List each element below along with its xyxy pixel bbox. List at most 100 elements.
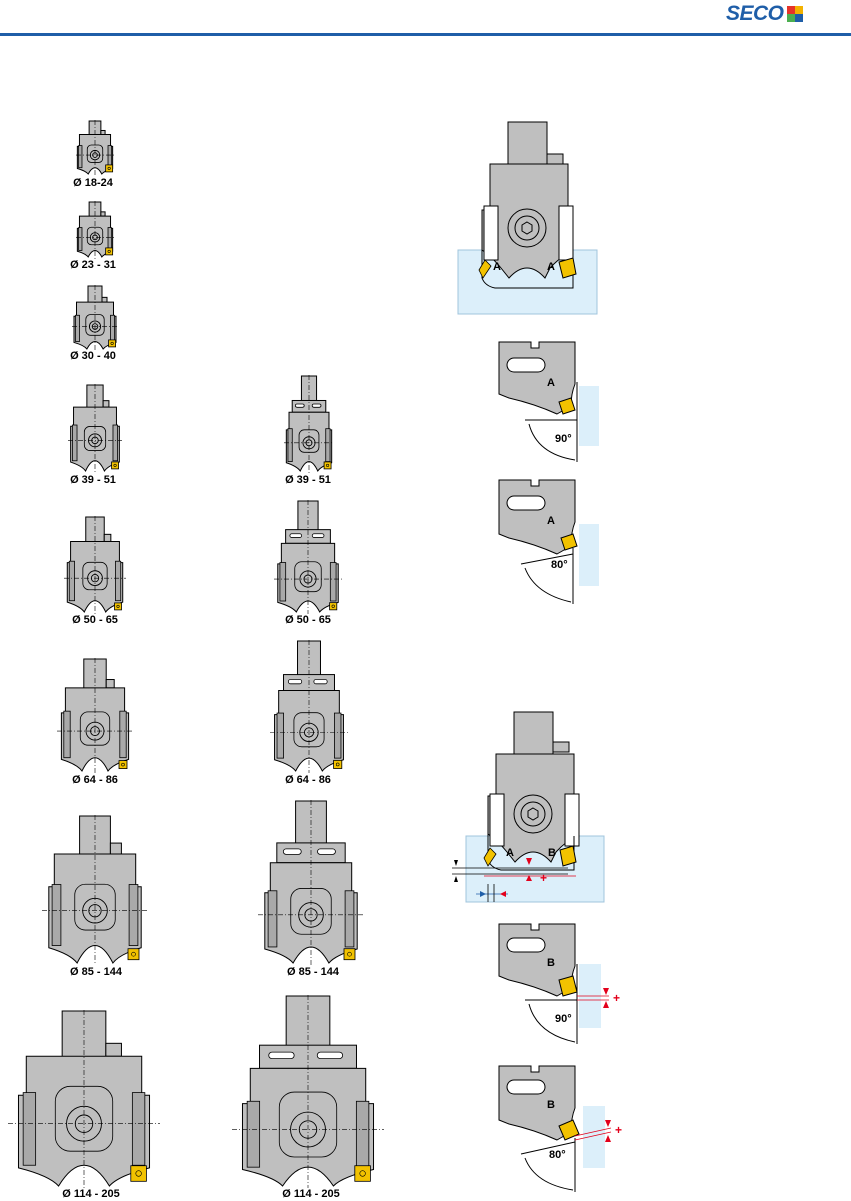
- tool-drawing-l3: [66, 384, 124, 473]
- holder-slot: [507, 496, 545, 510]
- slide-left: [79, 228, 82, 251]
- cutting-insert: [344, 949, 355, 960]
- shank-key: [106, 680, 114, 688]
- slide-left: [69, 561, 74, 600]
- holder-slot: [507, 1080, 545, 1094]
- cutting-insert: [119, 761, 127, 769]
- slide-right: [113, 425, 118, 461]
- logo-square-blue: [795, 14, 803, 22]
- detail-a-80-diagram: A 80°: [495, 476, 603, 606]
- shank-key: [101, 212, 105, 216]
- slide-left: [288, 429, 292, 462]
- adapter-slot-left: [295, 404, 304, 407]
- label-b: B: [547, 1099, 555, 1111]
- axis-angled: [521, 1142, 575, 1154]
- shank-key: [553, 742, 569, 752]
- shank-key: [102, 297, 107, 302]
- tool-drawing-l4: [62, 516, 128, 614]
- slide-left: [280, 563, 286, 601]
- tool-caption-l4: Ø 50 - 65: [72, 614, 118, 626]
- logo-text: SECO: [726, 2, 784, 26]
- tool-drawing-l7: [6, 1010, 162, 1188]
- adapter-slot-left: [288, 679, 301, 683]
- tool-drawing-l0: [74, 120, 116, 176]
- logo-square-yellow: [795, 6, 803, 14]
- slot-left: [490, 794, 504, 846]
- slide-left: [247, 1101, 259, 1167]
- cutting-insert: [334, 760, 342, 768]
- shank-key: [101, 130, 105, 134]
- slide-right: [129, 885, 138, 946]
- tool-drawing-r3: [256, 800, 366, 965]
- tool-drawing-l1: [74, 201, 116, 259]
- top-assembly-diagram: A A: [455, 118, 600, 316]
- tool-caption-l0: Ø 18-24: [73, 177, 113, 189]
- slide-right: [334, 713, 341, 758]
- slide-right: [108, 228, 111, 251]
- cutting-insert: [109, 340, 116, 347]
- tool-caption-l5: Ø 64 - 86: [72, 774, 118, 786]
- cutting-insert: [131, 1166, 147, 1182]
- slide-left: [76, 315, 80, 341]
- slot-right: [559, 206, 573, 260]
- tool-drawing-r0: [282, 375, 336, 473]
- angle-label: 80°: [551, 559, 568, 571]
- slide-left: [64, 711, 70, 758]
- slide-left: [79, 146, 82, 168]
- shank-key: [104, 534, 111, 541]
- tool-caption-r0: Ø 39 - 51: [285, 474, 331, 486]
- adapter-slot-right: [312, 404, 321, 407]
- cutting-insert: [106, 165, 113, 172]
- slide-right: [356, 1101, 368, 1167]
- cutting-insert: [330, 603, 337, 610]
- cutting-insert: [115, 603, 122, 610]
- cutting-insert: [112, 462, 119, 469]
- insert-right: [560, 846, 576, 866]
- slot-right: [565, 794, 579, 846]
- detail-b-80-diagram: + B 80°: [495, 1062, 625, 1194]
- arrow-down-icon: [454, 860, 458, 866]
- label-a: A: [547, 515, 555, 527]
- shank: [508, 122, 547, 166]
- tool-drawing-l2: [70, 285, 120, 351]
- shank-key: [110, 843, 121, 854]
- slot-left: [484, 206, 498, 260]
- angle-arc: [525, 568, 571, 602]
- tool-caption-l3: Ø 39 - 51: [70, 474, 116, 486]
- shank: [514, 712, 553, 756]
- shank-key: [106, 1043, 122, 1056]
- tool-caption-l1: Ø 23 - 31: [70, 259, 116, 271]
- workpiece-strip: [579, 524, 599, 586]
- angle-arc: [525, 1158, 573, 1190]
- detail-b-90-diagram: + B 90°: [495, 920, 625, 1046]
- label-b: B: [547, 957, 555, 969]
- logo-mark-icon: [787, 6, 803, 22]
- adapter-slot-right: [317, 1052, 342, 1058]
- workpiece-strip: [579, 386, 599, 446]
- adapter-slot-left: [290, 534, 302, 538]
- slide-right: [111, 315, 115, 341]
- slide-right: [330, 563, 336, 601]
- slide-left: [277, 713, 284, 758]
- red-arrow-down-icon: [605, 1120, 611, 1127]
- cutting-insert: [355, 1166, 371, 1182]
- shank-key: [103, 401, 109, 407]
- angle-label: 90°: [555, 1013, 572, 1025]
- tool-caption-l2: Ø 30 - 40: [70, 350, 116, 362]
- red-arrow-up-icon: [603, 1001, 609, 1008]
- tool-caption-r1: Ø 50 - 65: [285, 614, 331, 626]
- tool-drawing-l5: [55, 658, 135, 773]
- cutting-insert: [128, 949, 139, 960]
- adapter-slot-right: [318, 849, 336, 855]
- seco-logo: SECO: [726, 3, 803, 25]
- slide-right: [132, 1093, 144, 1166]
- cutting-insert: [324, 462, 331, 469]
- tool-caption-r3: Ø 85 - 144: [287, 966, 339, 978]
- logo-square-green: [787, 14, 795, 22]
- detail-a-90-diagram: A 90°: [495, 338, 603, 464]
- slide-left: [72, 425, 77, 461]
- shank: [298, 501, 318, 531]
- tool-drawing-r1: [272, 500, 344, 614]
- slide-right: [326, 429, 330, 462]
